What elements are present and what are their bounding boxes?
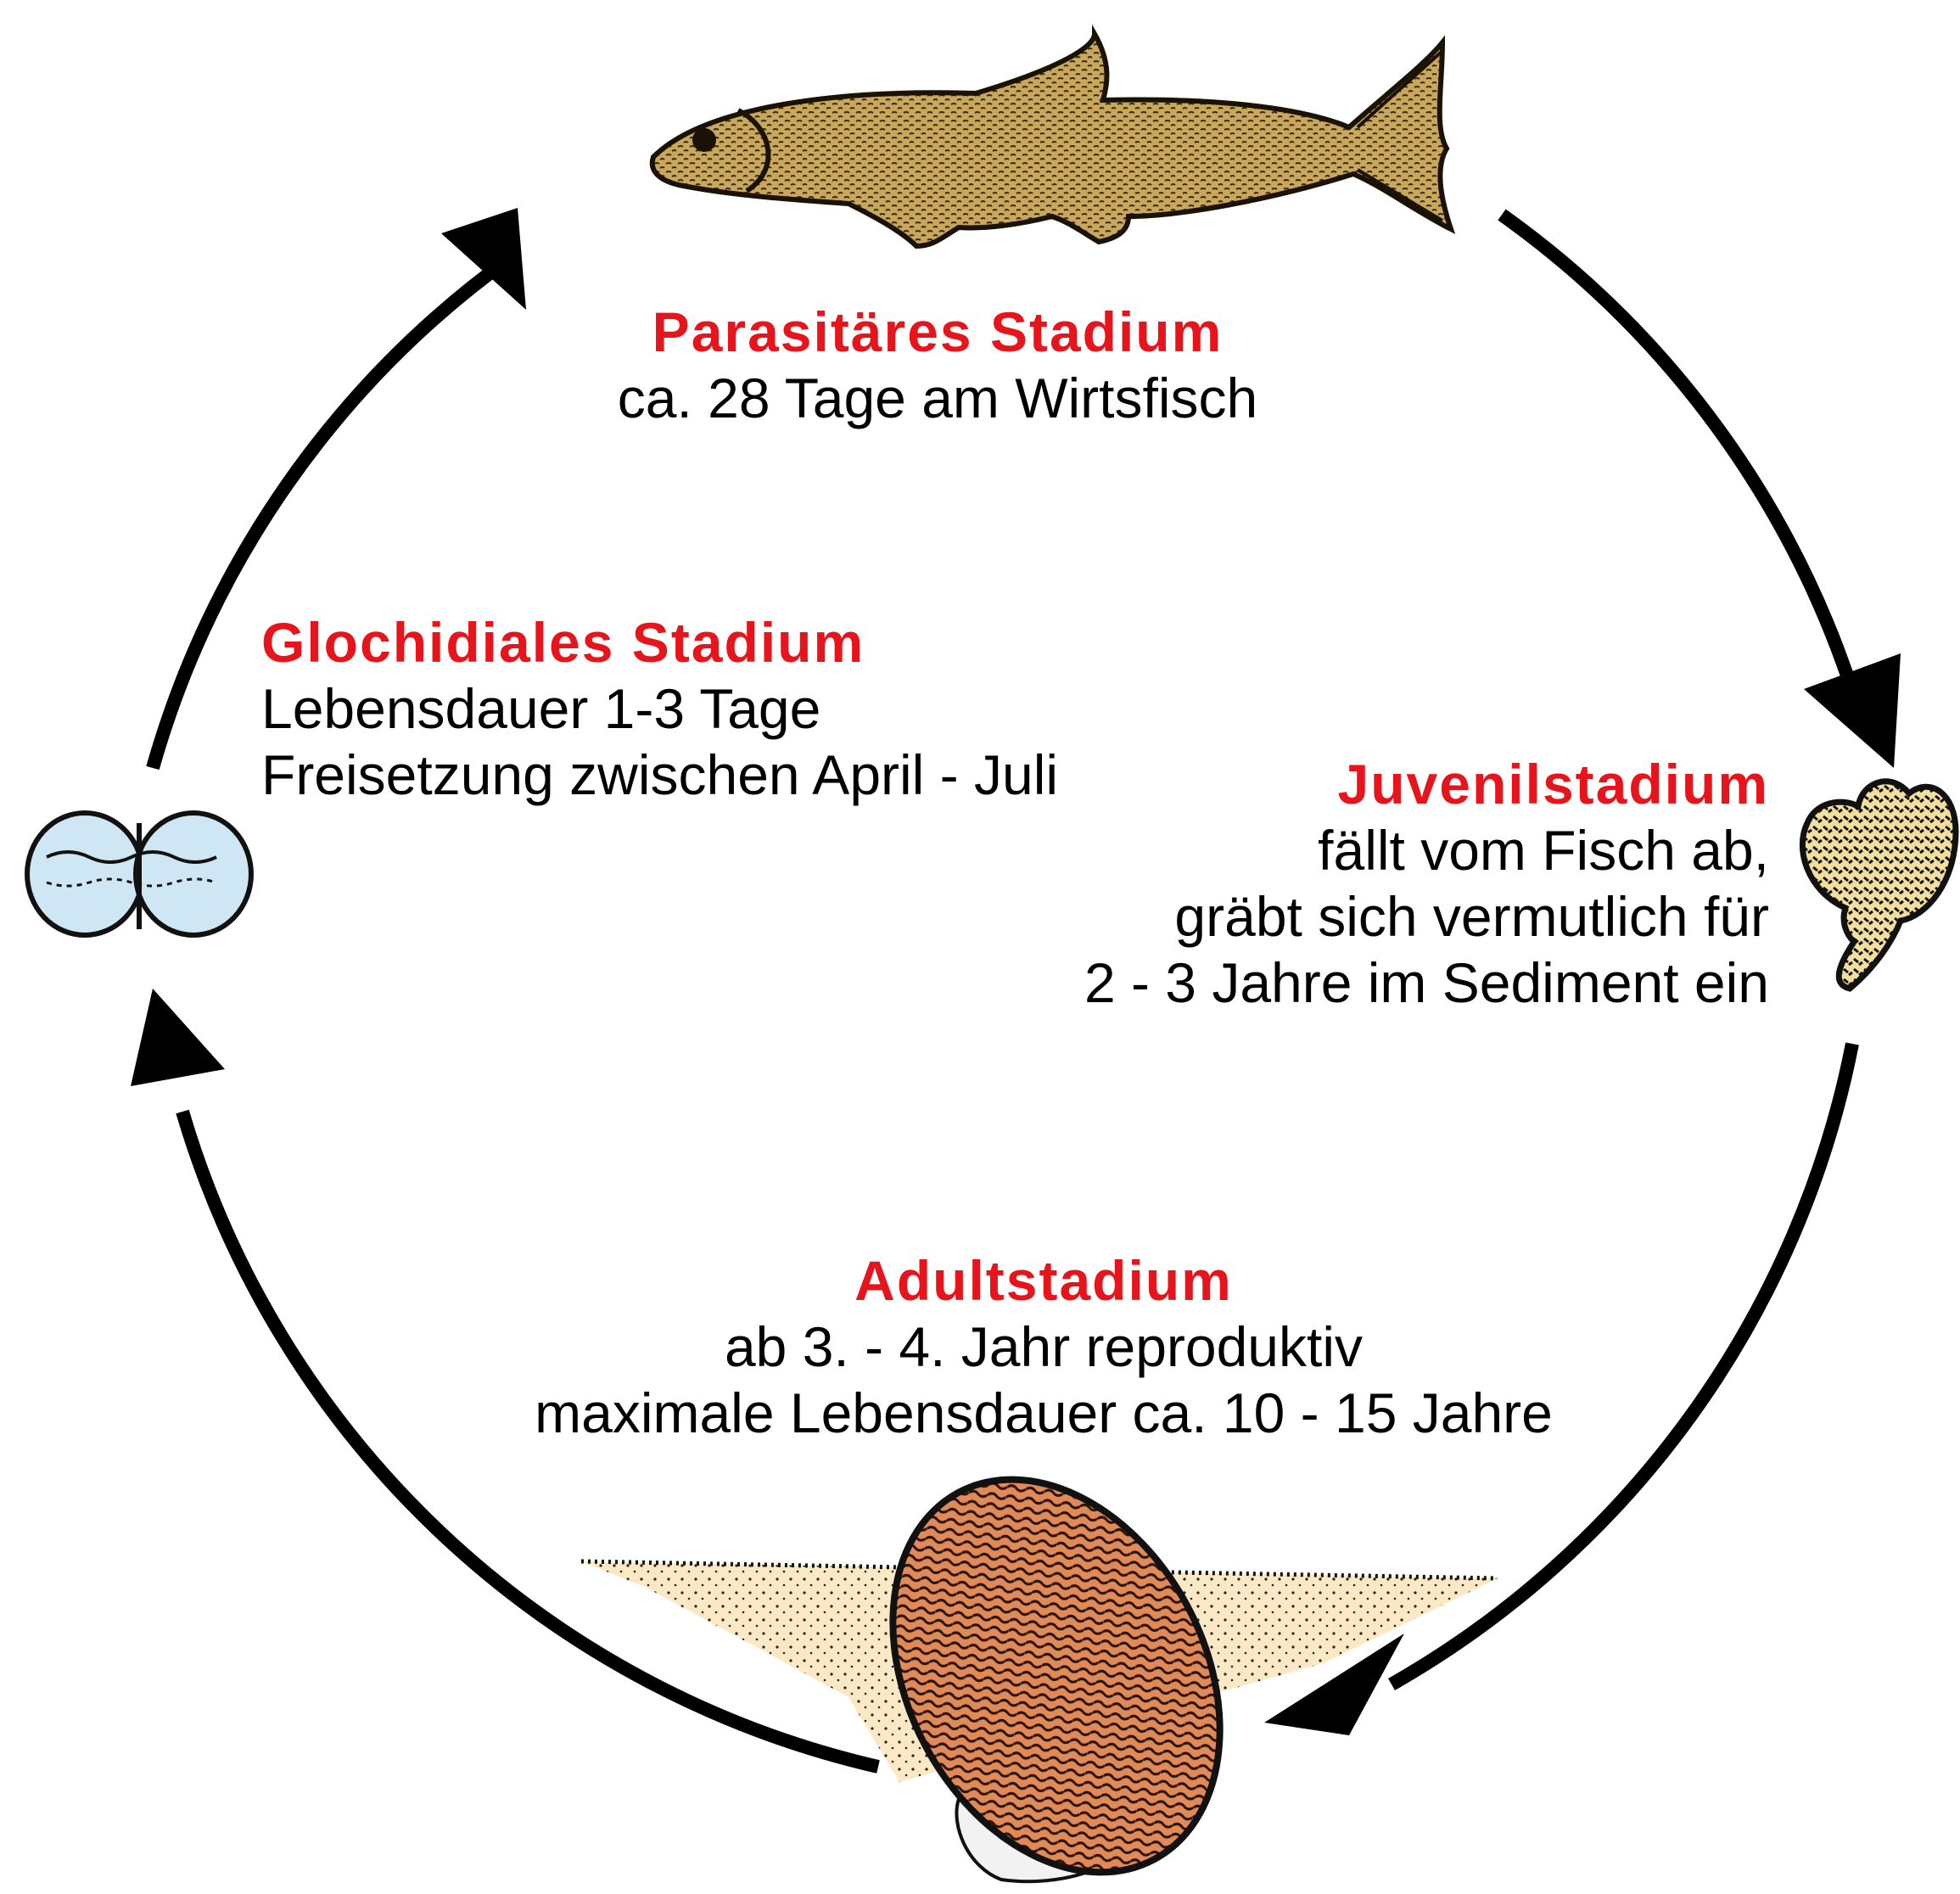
juvenile-stage-line-1: fällt vom Fisch ab, [933,817,1769,883]
adult-stage-title: Adultstadium [475,1247,1612,1314]
host-fish-illustration [652,34,1451,246]
glochidial-stage-line-1: Lebensdauer 1-3 Tage [261,675,1152,742]
adult-stage-label: Adultstadium ab 3. - 4. Jahr reproduktiv… [475,1247,1612,1446]
adult-mussel-illustration [581,1423,1498,1894]
parasitic-stage-label: Parasitäres Stadium ca. 28 Tage am Wirts… [526,299,1349,431]
adult-stage-line-2: maximale Lebensdauer ca. 10 - 15 Jahre [475,1380,1612,1446]
glochidium-larva-illustration [27,813,251,935]
juvenile-stage-title: Juvenilstadium [933,751,1769,817]
juvenile-mussel-illustration [1802,782,1956,989]
glochidial-stage-title: Glochidiales Stadium [261,609,1152,675]
juvenile-stage-line-2: gräbt sich vermutlich für [933,883,1769,950]
juvenile-stage-line-3: 2 - 3 Jahre im Sediment ein [933,950,1769,1016]
parasitic-stage-title: Parasitäres Stadium [526,299,1349,365]
arrow-fish-to-juvenile [1502,215,1854,696]
adult-stage-line-1: ab 3. - 4. Jahr reproduktiv [475,1314,1612,1380]
juvenile-stage-label: Juvenilstadium fällt vom Fisch ab, gräbt… [933,751,1769,1016]
arrowhead-left [131,989,225,1086]
parasitic-stage-line-1: ca. 28 Tage am Wirtsfisch [526,365,1349,431]
